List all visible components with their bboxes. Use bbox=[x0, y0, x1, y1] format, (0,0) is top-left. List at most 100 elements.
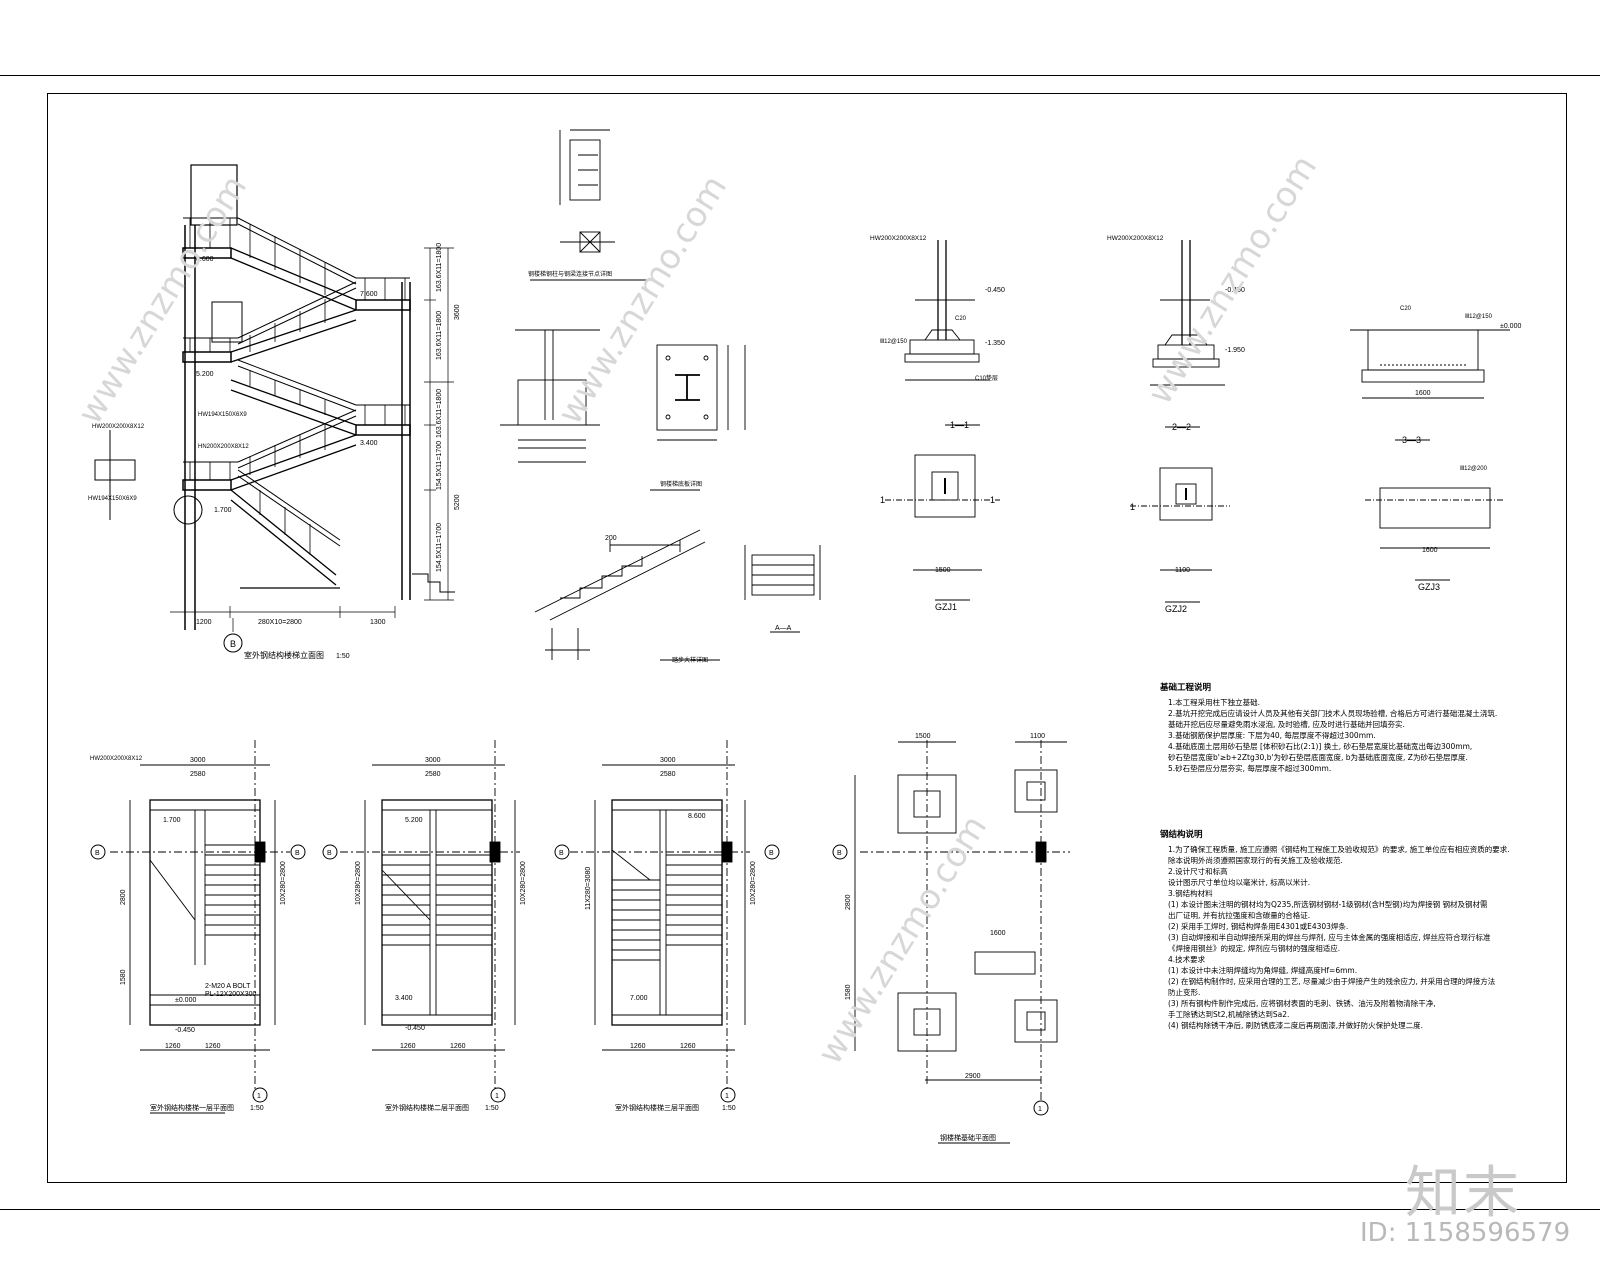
gzj3-dim: 1600 bbox=[1422, 547, 1438, 554]
svg-text:1: 1 bbox=[725, 1093, 729, 1100]
node2-title: 钢楼梯底板详图 bbox=[660, 480, 702, 488]
svg-text:B: B bbox=[837, 850, 842, 857]
foundation-note-line: 砂石垫层宽度b'≥b+2Ztg30,b'为砂石垫层底面宽度, b为基础底面宽度,… bbox=[1168, 753, 1468, 762]
plan3-title: 室外钢结构楼梯三层平面图 bbox=[615, 1103, 699, 1112]
gzj2-dim: 1100 bbox=[1175, 567, 1190, 574]
svg-text:7.600: 7.600 bbox=[360, 291, 378, 298]
plan1-title: 室外钢结构楼梯一层平面图 bbox=[150, 1103, 234, 1112]
section-1-1-title: 1—1 bbox=[950, 420, 969, 430]
svg-text:HW194X150X6X9: HW194X150X6X9 bbox=[88, 496, 137, 502]
sec11-steel: HW200X200X8X12 bbox=[870, 235, 927, 242]
step-dim: 200 bbox=[605, 535, 617, 542]
foundation-note-line: 4.基础底面土层用砂石垫层 [体积砂石比(2:1)] 换土, 砂石垫层宽度比基础… bbox=[1168, 742, 1473, 751]
svg-text:163.6X11=1800: 163.6X11=1800 bbox=[436, 389, 443, 438]
svg-text:1.700: 1.700 bbox=[214, 507, 232, 514]
sec22-el: -0.450 bbox=[1225, 287, 1245, 294]
steel-note-line: (3) 所有钢构件制作完成后, 应将钢材表面的毛刺、铁锈、油污及附着物清除干净, bbox=[1168, 999, 1436, 1008]
elevation-title: 室外钢结构楼梯立面图 bbox=[244, 650, 324, 660]
svg-text:1580: 1580 bbox=[845, 984, 852, 1000]
section-aa-title: A—A bbox=[775, 625, 792, 632]
svg-text:1: 1 bbox=[1038, 1106, 1042, 1113]
svg-text:154.5X11=1700: 154.5X11=1700 bbox=[436, 441, 443, 490]
foundation-note-line: 5.砂石垫层应分层夯实, 每层厚度不超过300mm. bbox=[1168, 764, 1332, 773]
plan2-text: B 1 3000 2580 1260 1260 5.200 3.400 -0.4… bbox=[327, 757, 527, 1100]
steel-note-line: 出厂证明, 并有抗拉强度和含碳量的合格证. bbox=[1168, 911, 1311, 920]
plan1-scale: 1:50 bbox=[250, 1105, 264, 1112]
steel-note-line: (3) 自动焊接和半自动焊接所采用的焊丝与焊剂, 应与主体金属的强度相适应, 焊… bbox=[1168, 933, 1491, 942]
foundation-axis-1 bbox=[1033, 1100, 1049, 1116]
plan1-text: B B 1 3000 2580 1260 1260 1.700 ±0.000 -… bbox=[90, 756, 300, 1100]
svg-text:1260: 1260 bbox=[450, 1043, 466, 1050]
svg-text:1: 1 bbox=[495, 1093, 499, 1100]
gzj1-title: GZJ1 bbox=[935, 602, 957, 612]
svg-text:10X280=2800: 10X280=2800 bbox=[520, 861, 527, 905]
plan3-axis-b-left bbox=[554, 844, 570, 860]
foundation-notes-heading: 基础工程说明 bbox=[1160, 683, 1212, 693]
brand-logo: 知末 bbox=[1405, 1161, 1521, 1226]
foundation-plan-title: 钢楼梯基础平面图 bbox=[940, 1133, 996, 1142]
svg-text:1: 1 bbox=[257, 1093, 261, 1100]
foundation-note-line: 1.本工程采用柱下独立基础. bbox=[1168, 698, 1261, 707]
svg-text:3.400: 3.400 bbox=[360, 440, 378, 447]
stair-elevation bbox=[94, 164, 455, 653]
svg-text:HW200X200X8X12: HW200X200X8X12 bbox=[92, 424, 145, 430]
foundation-plan bbox=[854, 740, 1070, 1144]
foundation-plan-text: B 1 1500 1100 1600 2900 2800 1580 bbox=[837, 733, 1045, 1113]
svg-text:1100: 1100 bbox=[1030, 733, 1045, 740]
gzj3-plan bbox=[1365, 487, 1505, 581]
sec11-el2: -1.350 bbox=[985, 340, 1005, 347]
plan2-axis-1 bbox=[490, 1087, 506, 1103]
svg-text:HN200X200X8X12: HN200X200X8X12 bbox=[198, 444, 249, 450]
steel-note-line: 《焊接用钢丝》的规定, 焊剂应与钢材的强度相适应. bbox=[1168, 944, 1341, 953]
steel-note-line: 2.设计尺寸和标高 bbox=[1168, 867, 1228, 876]
gzj3-bar: Ⅲ12@200 bbox=[1460, 466, 1488, 472]
steel-notes: 钢结构说明 1.为了确保工程质量, 施工应遵照《钢结构工程施工及验收规范》的要求… bbox=[1160, 830, 1510, 1031]
svg-text:3000: 3000 bbox=[425, 757, 441, 764]
step-detail bbox=[534, 529, 720, 661]
svg-text:±0.000: ±0.000 bbox=[175, 997, 196, 1004]
section-aa bbox=[744, 545, 821, 633]
elevation-text: 163.6X11=1800 163.6X11=1800 163.6X11=180… bbox=[88, 243, 461, 649]
gzj1-cut-l: 1 bbox=[880, 495, 885, 505]
gzj1-plan bbox=[885, 454, 1000, 601]
svg-text:1600: 1600 bbox=[990, 930, 1006, 937]
steel-note-line: 1.为了确保工程质量, 施工应遵照《钢结构工程施工及验收规范》的要求, 施工单位… bbox=[1168, 845, 1510, 854]
gzj1-cut-r: 1 bbox=[990, 495, 995, 505]
svg-text:3.400: 3.400 bbox=[395, 995, 413, 1002]
image-id: ID: 1158596579 bbox=[1360, 1218, 1571, 1248]
svg-text:1580: 1580 bbox=[120, 969, 127, 985]
svg-text:B: B bbox=[230, 639, 236, 649]
steel-notes-heading: 钢结构说明 bbox=[1160, 830, 1203, 840]
svg-text:2800: 2800 bbox=[845, 894, 852, 910]
steel-note-line: (1) 本设计图未注明的钢材均为Q235,所选钢材钢材-1级钢材(含H型钢)均为… bbox=[1168, 900, 1488, 909]
gzj3-title: GZJ3 bbox=[1418, 582, 1440, 592]
steel-note-line: 3.钢结构材料 bbox=[1168, 889, 1213, 898]
svg-text:1200: 1200 bbox=[196, 619, 212, 626]
svg-text:8.600: 8.600 bbox=[196, 256, 214, 263]
plan1-axis-b-left bbox=[90, 844, 106, 860]
svg-text:1500: 1500 bbox=[915, 733, 931, 740]
plan-level-3 bbox=[570, 740, 750, 1090]
drawing-frame bbox=[47, 93, 1567, 1183]
plan3-text: B B 1 3000 2580 1260 1260 8.600 7.000 10… bbox=[559, 757, 774, 1100]
svg-text:B: B bbox=[295, 850, 300, 857]
sec33-c20: C20 bbox=[1400, 306, 1412, 312]
plan1-axis-b-right bbox=[290, 844, 306, 860]
plan3-axis-1 bbox=[720, 1087, 736, 1103]
svg-text:2-M20 A BOLT: 2-M20 A BOLT bbox=[205, 983, 251, 990]
steel-note-line: (4) 钢结构除锈干净后, 刷防锈底漆二度后再刷面漆,并做好防火保护处理二度. bbox=[1168, 1021, 1424, 1030]
svg-text:280X10=2800: 280X10=2800 bbox=[258, 619, 302, 626]
plan1-axis-1 bbox=[252, 1087, 268, 1103]
section-3-3-title: 3—3 bbox=[1402, 435, 1421, 445]
svg-text:3000: 3000 bbox=[660, 757, 676, 764]
svg-text:5.200: 5.200 bbox=[196, 371, 214, 378]
sec33-dim: 1600 bbox=[1415, 390, 1431, 397]
section-1-1 bbox=[904, 240, 990, 426]
svg-text:2900: 2900 bbox=[965, 1073, 981, 1080]
sec11-c10: C10垫层 bbox=[975, 374, 998, 382]
steel-note-line: 手工除锈达到St2,机械除锈达到Sa2. bbox=[1168, 1010, 1290, 1019]
plan2-axis-b bbox=[322, 844, 338, 860]
svg-text:HW194X150X6X9: HW194X150X6X9 bbox=[198, 412, 247, 418]
svg-text:2580: 2580 bbox=[190, 771, 206, 778]
svg-text:7.000: 7.000 bbox=[630, 995, 648, 1002]
